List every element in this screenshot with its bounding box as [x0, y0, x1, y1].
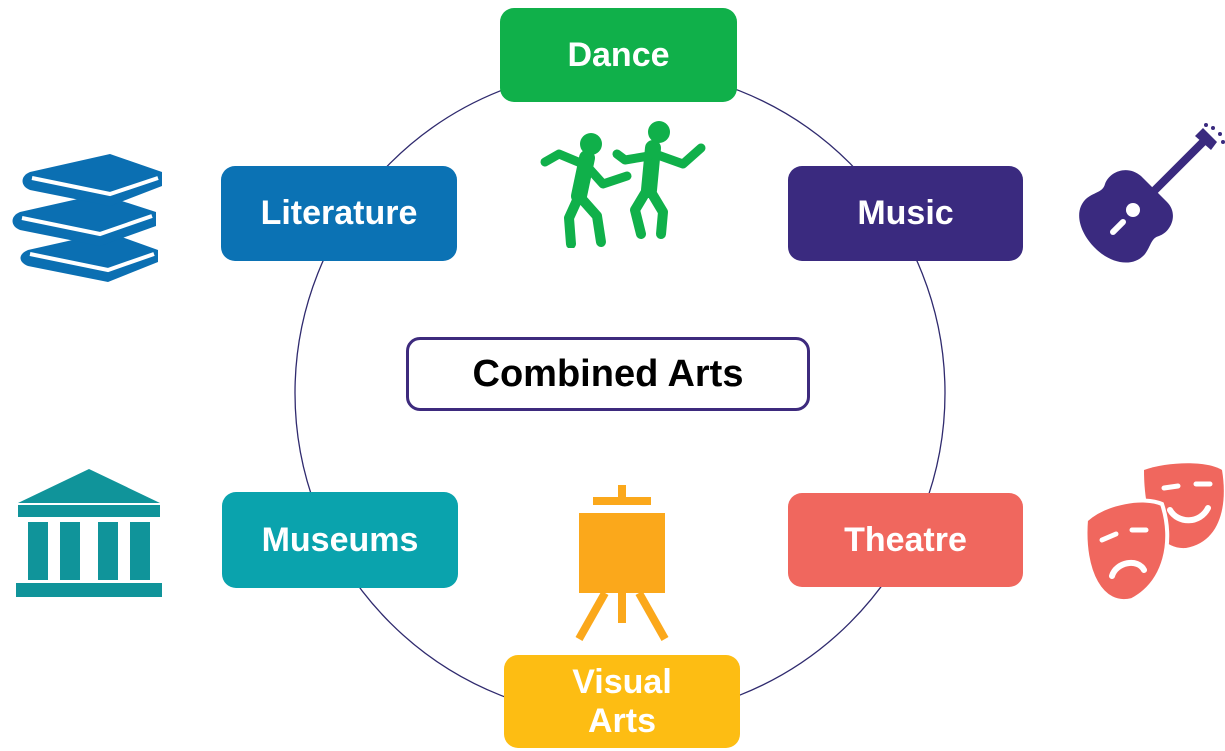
node-museums: Museums	[222, 492, 458, 588]
museum-building-icon	[16, 469, 162, 597]
node-music: Music	[788, 166, 1023, 261]
node-theatre: Theatre	[788, 493, 1023, 587]
node-dance: Dance	[500, 8, 737, 102]
node-label-literature: Literature	[260, 194, 418, 233]
center-node-combined-arts: Combined Arts	[406, 337, 810, 411]
node-label-museums: Museums	[261, 520, 419, 559]
guitar-icon	[1079, 123, 1225, 263]
node-label-music: Music	[857, 194, 954, 233]
node-literature: Literature	[221, 166, 457, 261]
node-label-theatre: Theatre	[844, 520, 967, 559]
node-label-visual-arts: Visual Arts	[572, 663, 672, 740]
node-visual-arts: Visual Arts	[504, 655, 740, 748]
books-icon	[12, 154, 162, 282]
node-label-dance: Dance	[567, 35, 670, 74]
dancers-icon	[540, 121, 706, 248]
theatre-masks-icon	[1083, 463, 1224, 604]
easel-icon	[575, 485, 669, 641]
center-label: Combined Arts	[472, 352, 744, 395]
